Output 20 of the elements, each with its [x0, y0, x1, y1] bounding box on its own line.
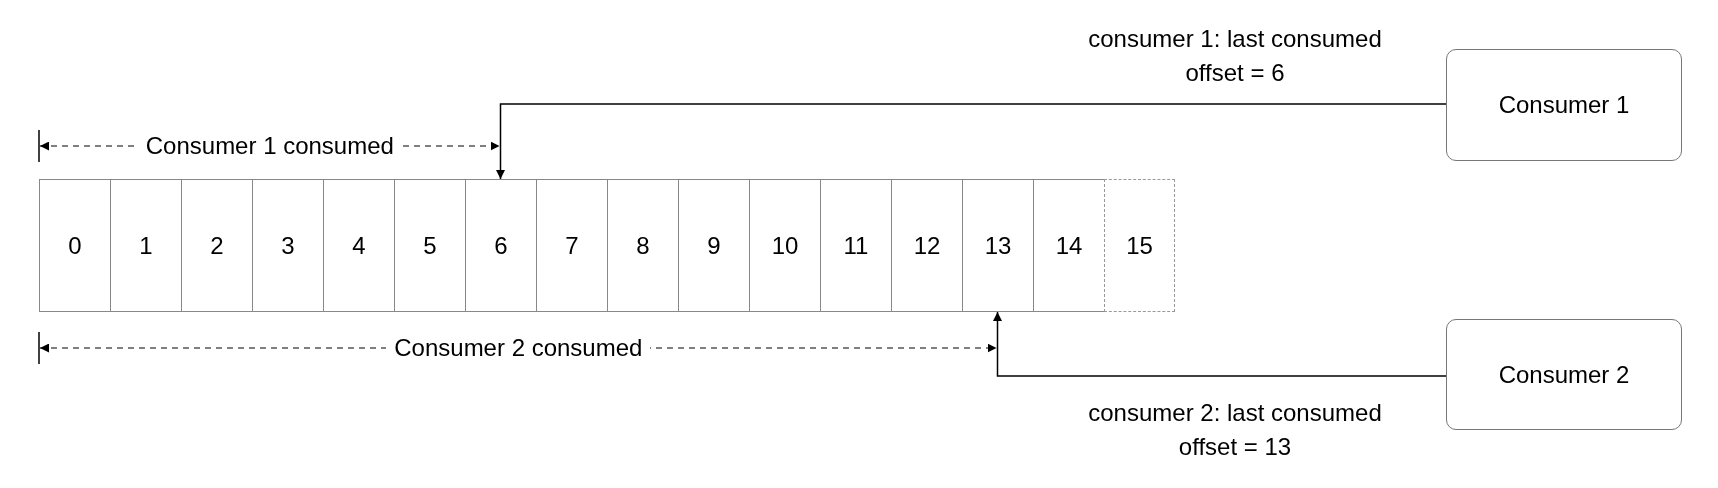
- log-cell: 11: [820, 179, 892, 312]
- log-cell: 10: [749, 179, 821, 312]
- empty-log-cell: 15: [1104, 179, 1175, 312]
- log-cell: 4: [323, 179, 395, 312]
- log-cell: 13: [962, 179, 1034, 312]
- consumer-box: Consumer 1: [1446, 49, 1682, 161]
- log-cell: 8: [607, 179, 679, 312]
- log-cell: 9: [678, 179, 750, 312]
- log-cell: 3: [252, 179, 324, 312]
- arrow: [993, 311, 1447, 377]
- consumer-box: Consumer 2: [1446, 319, 1682, 430]
- log-cell: 0: [39, 179, 111, 312]
- log-cell: 14: [1033, 179, 1105, 312]
- log-cell: 5: [394, 179, 466, 312]
- log-cell: 7: [536, 179, 608, 312]
- log-cell: 2: [181, 179, 253, 312]
- log-cell: 12: [891, 179, 963, 312]
- arrow: [496, 103, 1447, 180]
- log-cell: 1: [110, 179, 182, 312]
- log-cell: 6: [465, 179, 537, 312]
